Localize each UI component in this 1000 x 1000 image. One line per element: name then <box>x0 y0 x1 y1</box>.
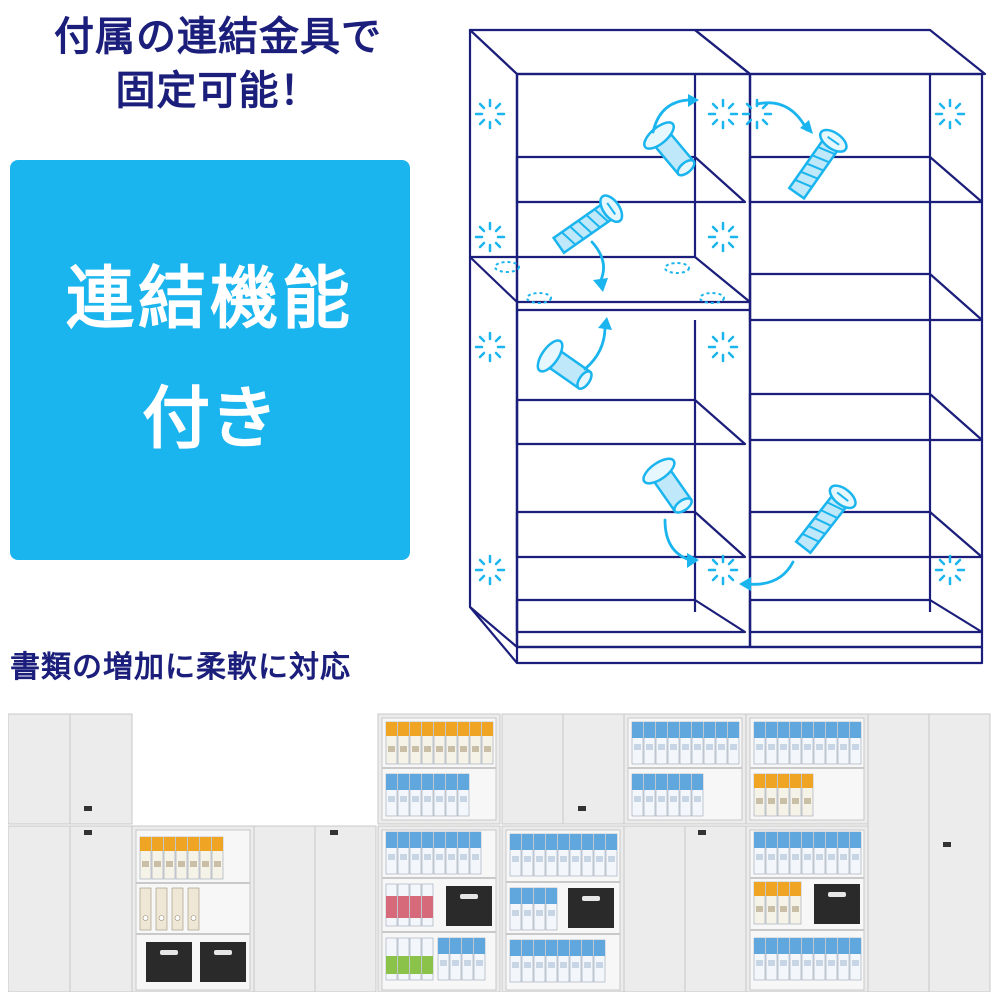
feature-badge: 連結機能 付き <box>10 160 410 560</box>
subheading: 書類の増加に柔軟に対応 <box>10 650 351 685</box>
headline-line-1: 付属の連結金具で <box>54 14 382 60</box>
badge-line-1: 連結機能 <box>65 260 354 339</box>
cabinet-lineup-illustration <box>8 713 991 992</box>
headline: 付属の連結金具で 固定可能！ <box>8 10 428 118</box>
headline-line-2: 固定可能！ <box>115 68 321 114</box>
shelf-connection-diagram <box>468 28 987 665</box>
badge-line-2: 付き <box>141 380 278 459</box>
